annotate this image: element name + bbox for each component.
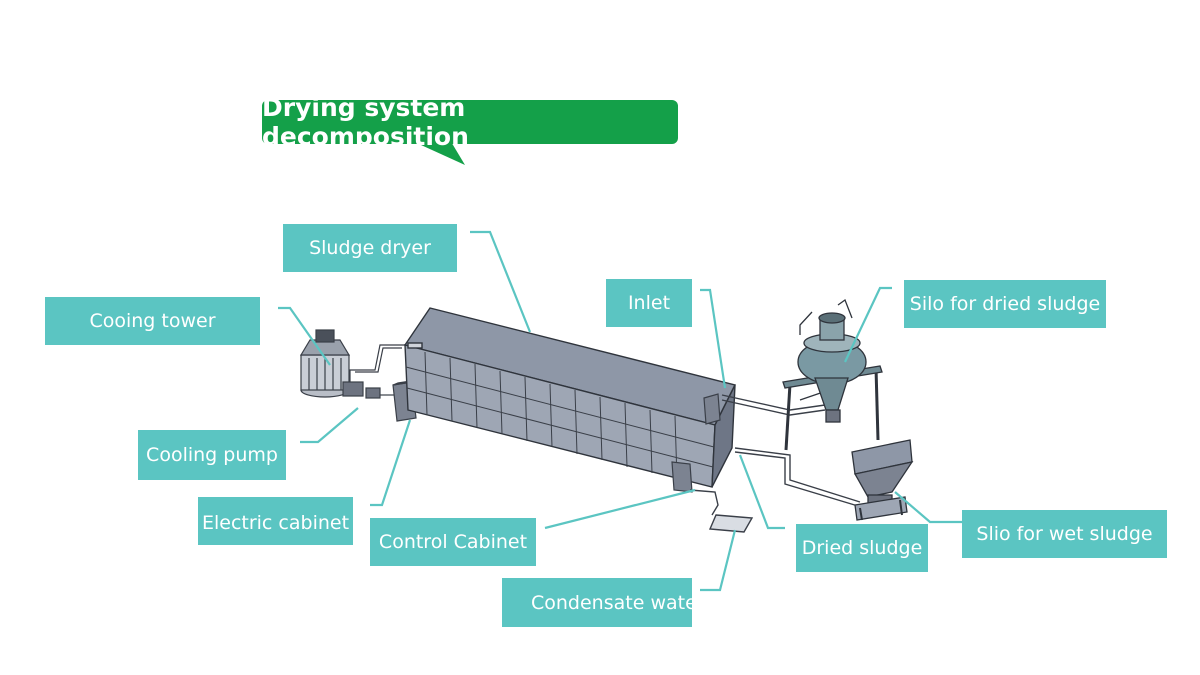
leader-sludge-dryer: [470, 230, 532, 333]
title-bubble-tail: [410, 140, 465, 165]
label-condensate-water: Condensate water: [502, 578, 692, 627]
silo-dried-drawing: [782, 298, 883, 451]
title-bubble: Drying system decomposition: [262, 93, 678, 151]
page-title: Drying system decomposition: [262, 93, 469, 151]
leader-silo-wet: [894, 491, 965, 524]
leader-lines: [278, 230, 965, 592]
label-sludge-dryer: Sludge dryer: [283, 224, 457, 272]
leader-control-cabinet: [544, 488, 696, 530]
transfer-pipes-drawing: [721, 394, 861, 507]
label-cooling-tower: Cooing tower: [45, 297, 260, 345]
cooling-tower-drawing: [299, 329, 351, 398]
leader-dried-sludge: [738, 454, 785, 530]
label-cooling-pump: Cooling pump: [138, 430, 286, 480]
condensate-tray-drawing: [689, 489, 754, 533]
leader-electric-cabinet: [370, 419, 412, 507]
leader-cooling-tower: [278, 306, 331, 366]
label-electric-cabinet: Electric cabinet: [198, 497, 353, 545]
label-control-cabinet: Control Cabinet: [370, 518, 536, 566]
leader-condensate: [700, 529, 737, 592]
label-inlet: Inlet: [606, 279, 692, 327]
label-silo-dried-sludge: Silo for dried sludge: [904, 280, 1106, 328]
sludge-dryer-drawing: [403, 307, 737, 488]
leader-inlet: [700, 288, 727, 389]
label-silo-wet-sludge: Slio for wet sludge: [962, 510, 1167, 558]
leader-cooling-pump: [300, 407, 359, 444]
silo-wet-drawing: [851, 439, 914, 521]
control-cabinet-drawing: [671, 393, 721, 493]
label-dried-sludge: Dried sludge: [796, 524, 928, 572]
leader-silo-dried: [844, 286, 892, 363]
